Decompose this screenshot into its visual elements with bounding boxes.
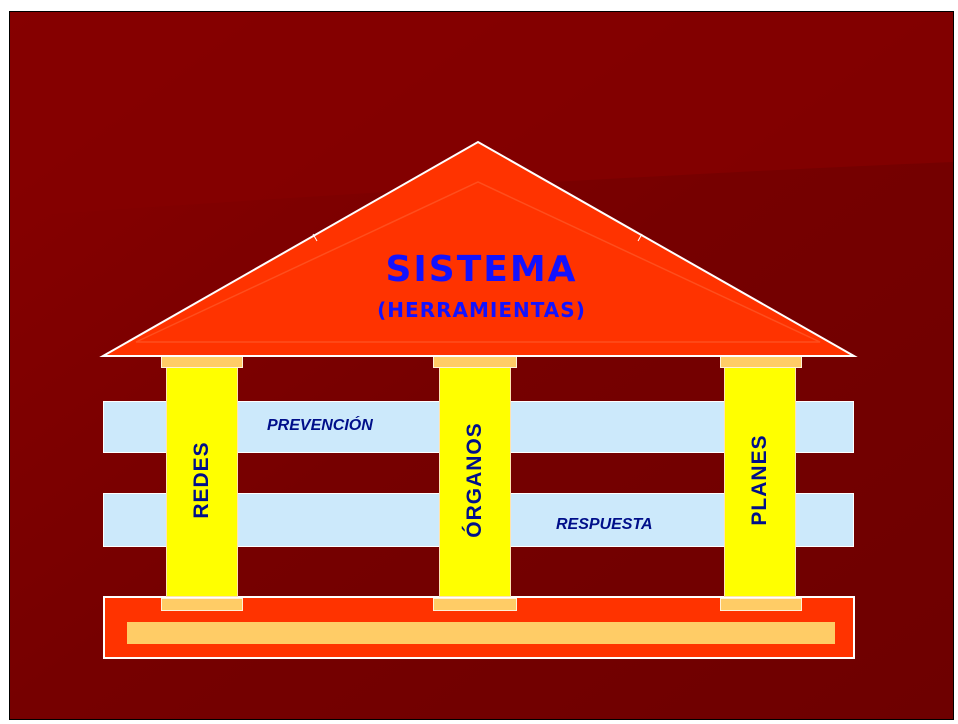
column-label-organos: ÓRGANOS [463,422,486,538]
roof-title: SISTEMA [385,249,578,290]
column-footing-redes [161,598,243,611]
roof-subtitle: (HERRAMIENTAS) [377,298,586,322]
column-capital-redes [161,355,243,368]
column-capital-planes [720,355,802,368]
base-strip [127,622,835,644]
column-organos: ÓRGANOS [439,363,511,597]
column-label-redes: REDES [190,441,213,519]
column-planes: PLANES [724,363,796,597]
column-footing-organos [433,598,517,611]
column-footing-planes [720,598,802,611]
slide: PREVENCIÓN RESPUESTA REDES ÓRGANOS PLANE… [9,11,954,720]
column-redes: REDES [166,363,238,597]
column-label-planes: PLANES [748,434,771,526]
column-capital-organos [433,355,517,368]
beam-label-respuesta: RESPUESTA [556,516,653,533]
beam-label-prevencion: PREVENCIÓN [267,417,373,434]
